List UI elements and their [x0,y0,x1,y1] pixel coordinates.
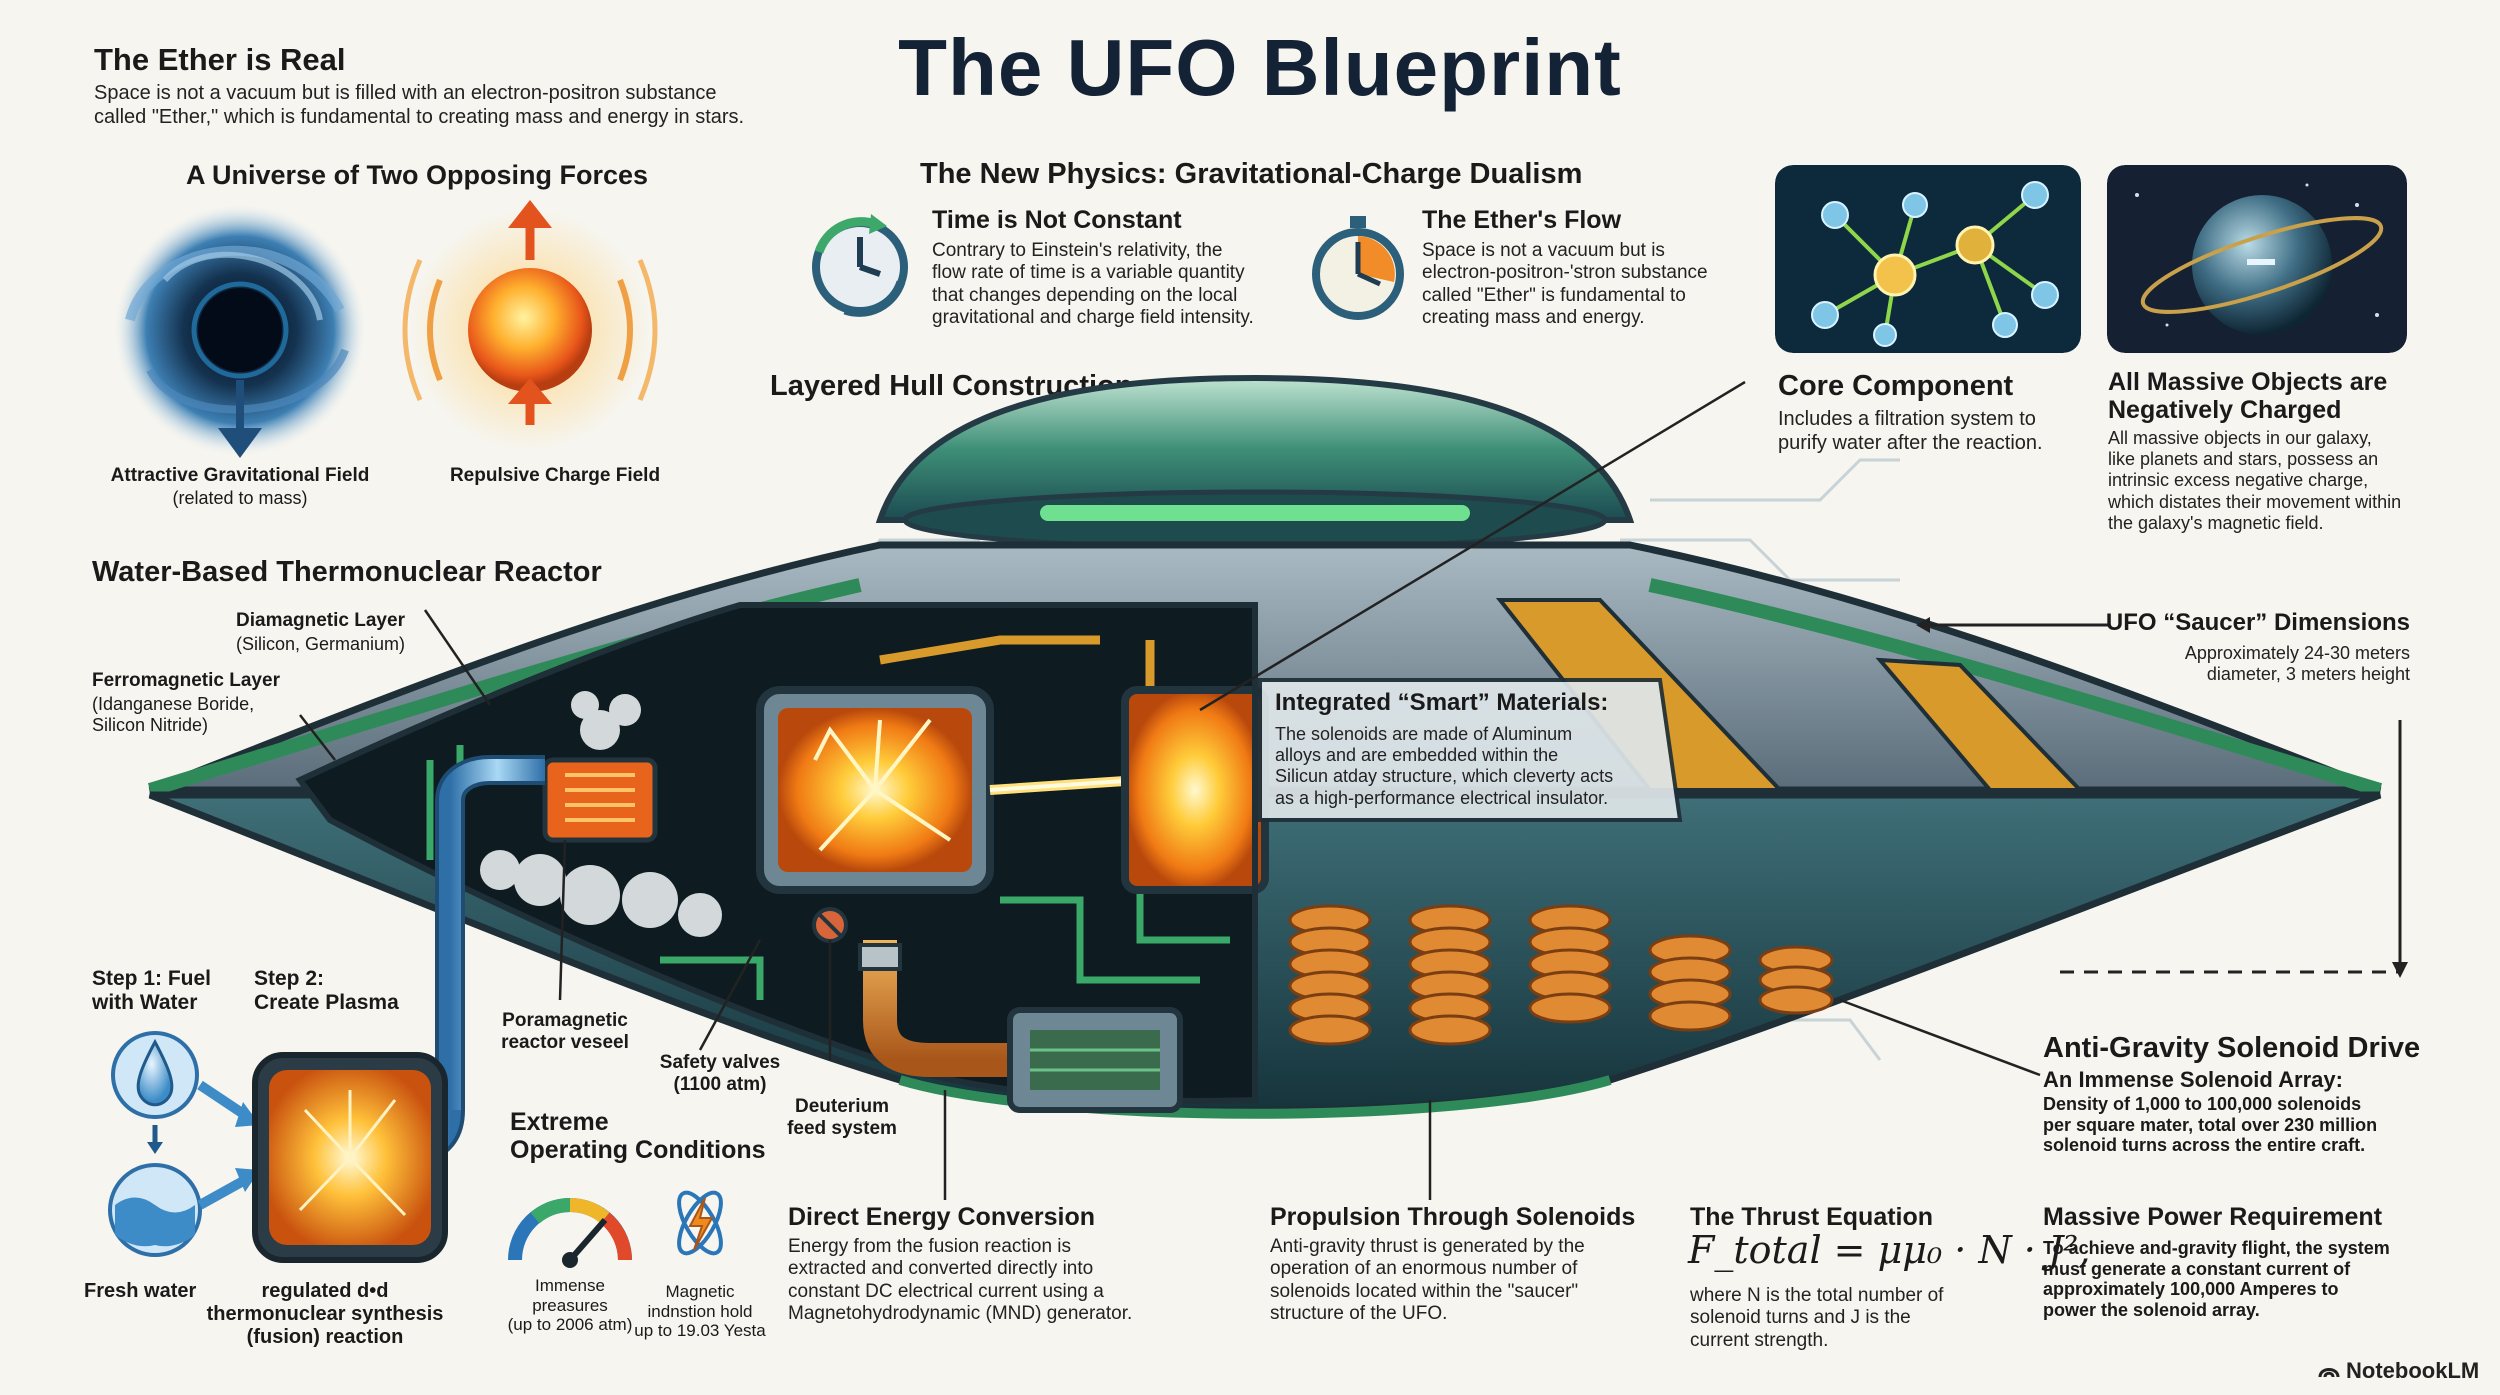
fuel-steps-illustration [108,1031,448,1263]
power-text: To achieve and-gravity flight, the syste… [2043,1238,2390,1321]
ether-real-text: Space is not a vacuum but is filled with… [94,82,745,128]
water-drop-icon [111,1031,199,1119]
direct-energy-text: Energy from the fusion reaction is extra… [788,1236,1133,1325]
propulsion-text: Anti-gravity thrust is generated by the … [1270,1236,1585,1325]
page-title: The UFO Blueprint [898,23,1622,112]
time-heading: Time is Not Constant [932,206,1182,234]
vessel-label: Poramagnetic reactor veseel [501,1010,629,1053]
thrust-equation: F_total = μμ₀ · N · J², [1688,1228,2091,1272]
attractive-label: Attractive Gravitational Field [110,465,370,486]
anti-gravity-subheading: An Immense Solenoid Array: [2043,1067,2343,1092]
smart-materials-text: The solenoids are made of Aluminum alloy… [1275,724,1614,808]
core-component-text: Includes a filtration system to purify w… [1778,408,2043,454]
anti-gravity-text: Density of 1,000 to 100,000 solenoids pe… [2043,1094,2378,1156]
thrust-text: where N is the total number of solenoid … [1690,1285,1944,1351]
ether-flow-heading: The Ether's Flow [1422,206,1622,234]
ether-flow-text: Space is not a vacuum but is electron-po… [1422,240,1708,329]
dimensions-text: Approximately 24-30 meters diameter, 3 m… [2184,643,2410,685]
pressure-label: Immense preasures (up to 2006 atm) [507,1276,633,1335]
ether-real-heading: The Ether is Real [94,42,346,77]
time-text: Contrary to Einstein's relativity, the f… [932,240,1254,329]
propulsion-heading: Propulsion Through Solenoids [1270,1203,1636,1231]
synthesis-label: regulated d•d thermonuclear synthesis (f… [206,1280,444,1348]
ferromagnetic-sub: (Idanganese Boride, Silicon Nitride) [92,694,255,735]
plasma-chamber-icon [252,1052,448,1263]
reactor-heading: Water-Based Thermonuclear Reactor [92,556,602,588]
repulsive-label: Repulsive Charge Field [449,465,661,486]
watermark-text: NotebookLM [2346,1358,2480,1383]
power-heading: Massive Power Requirement [2043,1203,2383,1231]
stopwatch-icon [1312,216,1404,320]
dimensions-heading: UFO “Saucer” Dimensions [2105,609,2410,636]
charge-sun-icon [402,200,658,450]
attractive-sub: (related to mass) [172,488,308,508]
anti-gravity-heading: Anti-Gravity Solenoid Drive [2043,1032,2421,1064]
watermark: NotebookLM [2318,1358,2479,1384]
ferromagnetic-label: Ferromagnetic Layer [92,670,280,691]
thrust-heading: The Thrust Equation [1690,1203,1934,1231]
massive-objects-heading: All Massive Objects are Negatively Charg… [2108,368,2388,424]
diamagnetic-sub: (Silicon, Germanium) [236,634,406,654]
fresh-water-label: Fresh water [84,1280,197,1302]
particle-network-panel [1775,165,2081,353]
clock-cycle-icon [812,214,908,317]
forces-illustration [115,200,658,458]
new-physics-heading: The New Physics: Gravitational-Charge Du… [920,158,1583,190]
direct-energy-heading: Direct Energy Conversion [788,1203,1096,1231]
fresh-water-icon [108,1163,202,1257]
magnetic-atom-icon [677,1190,723,1256]
massive-objects-text: All massive objects in our galaxy, like … [2108,428,2402,533]
step2-label: Step 2: Create Plasma [254,967,399,1015]
extreme-heading: Extreme Operating Conditions [510,1108,766,1164]
deuterium-label: Deuterium feed system [787,1096,897,1139]
step1-label: Step 1: Fuel with Water [92,967,212,1015]
safety-label: Safety valves (1100 atm) [659,1052,781,1095]
pressure-gauge-icon [508,1198,632,1268]
notebooklm-logo-icon [2318,1368,2340,1378]
magnetic-label: Magnetic indnstion hold up to 19.03 Yest… [634,1282,766,1341]
core-component-heading: Core Component [1778,370,2014,402]
forces-heading: A Universe of Two Opposing Forces [186,160,649,190]
diamagnetic-label: Diamagnetic Layer [236,610,405,631]
gravity-swirl-icon [115,205,365,458]
smart-materials-heading: Integrated “Smart” Materials: [1275,689,1609,716]
planet-panel [2107,165,2407,353]
